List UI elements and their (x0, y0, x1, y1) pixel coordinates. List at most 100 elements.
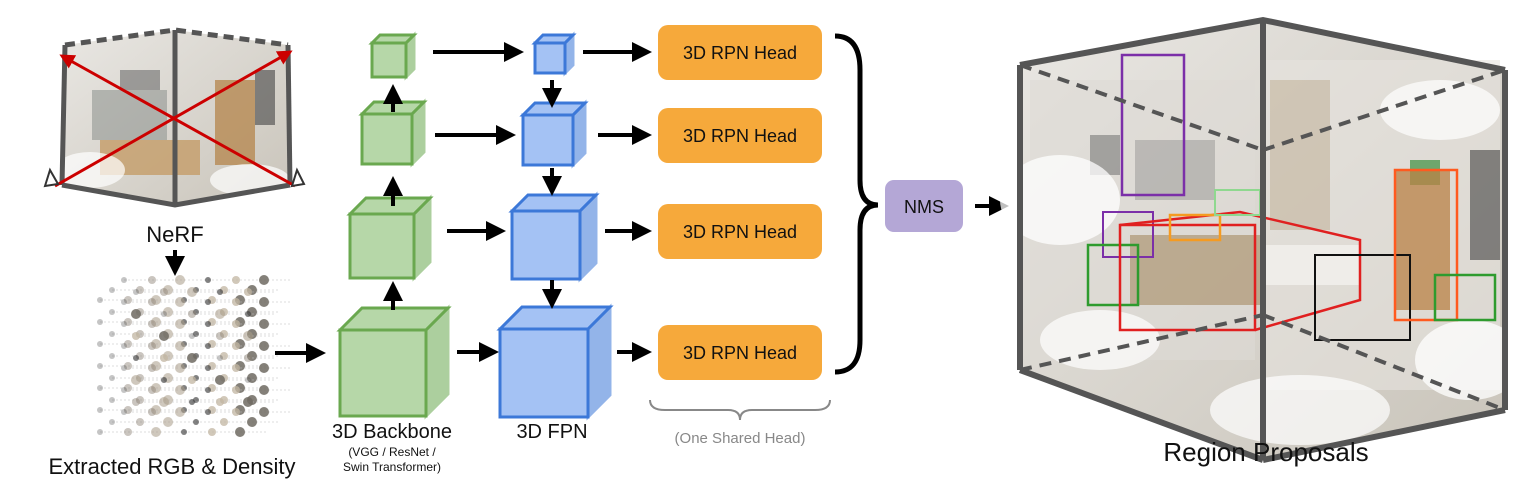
grid-point (97, 297, 103, 303)
grid-point (247, 351, 257, 361)
grid-point (189, 399, 195, 405)
grid-point (151, 361, 161, 371)
fpn-cube-2 (519, 99, 589, 169)
grid-point (148, 342, 156, 350)
grid-point (132, 332, 140, 340)
grid-point (97, 319, 103, 325)
grid-point (160, 354, 168, 362)
grid-point (163, 285, 173, 295)
nerf-cube (43, 27, 306, 208)
grid-point (109, 419, 115, 425)
grid-point (243, 331, 253, 341)
grid-point (148, 320, 156, 328)
grid-point (161, 311, 167, 317)
grid-point (232, 320, 240, 328)
grid-point (133, 355, 139, 361)
grid-point (215, 309, 225, 319)
grid-point (216, 398, 224, 406)
grid-point (188, 376, 196, 384)
grid-point (193, 331, 199, 337)
grid-point (181, 429, 187, 435)
rpn-head-1-label: 3D RPN Head (683, 43, 797, 63)
grid-point (259, 385, 269, 395)
fpn-label: 3D FPN (516, 421, 587, 443)
curly-brace-icon (834, 33, 879, 375)
grid-point (160, 288, 168, 296)
grid-point (148, 386, 156, 394)
grid-point (175, 297, 185, 307)
grid-point (232, 408, 240, 416)
rpn-head-2-label: 3D RPN Head (683, 126, 797, 146)
rpn-head-4: 3D RPN Head (658, 325, 822, 380)
grid-point (131, 309, 141, 319)
grid-point (193, 309, 199, 315)
grid-point (232, 276, 240, 284)
grid-point (215, 375, 225, 385)
grid-point (121, 343, 127, 349)
grid-point (109, 287, 115, 293)
grid-point (148, 408, 156, 416)
rpn-head-1: 3D RPN Head (658, 25, 822, 80)
grid-point (175, 319, 185, 329)
grid-point (247, 417, 257, 427)
nms-box: NMS (885, 180, 963, 232)
grid-point (121, 387, 127, 393)
grid-point (163, 417, 173, 427)
grid-point (109, 353, 115, 359)
grid-point (121, 365, 127, 371)
grid-point (151, 427, 161, 437)
rpn-head-3: 3D RPN Head (658, 204, 822, 259)
grid-point (216, 332, 224, 340)
rpn-head-3-label: 3D RPN Head (683, 222, 797, 242)
grid-point (97, 429, 103, 435)
grid-point (208, 428, 216, 436)
grid-point (175, 407, 185, 417)
backbone-sub-1: (VGG / ResNet / (348, 445, 436, 459)
nms-label: NMS (904, 197, 944, 217)
fpn-cube-1 (531, 31, 577, 77)
grid-point (245, 311, 251, 317)
grid-point (259, 363, 269, 373)
grid-point (205, 277, 211, 283)
backbone-label: 3D Backbone (332, 421, 452, 443)
grid-point (187, 353, 197, 363)
grid-point (121, 321, 127, 327)
grid-point (131, 375, 141, 385)
region-proposals-label: Region Proposals (1163, 437, 1368, 467)
grid-point (109, 397, 115, 403)
grid-point (244, 354, 252, 362)
grid-point (151, 317, 161, 327)
grid-point (217, 355, 223, 361)
grid-point (235, 427, 245, 437)
fpn-cube-4 (496, 303, 614, 421)
grid-point (161, 377, 167, 383)
grid-point (151, 339, 161, 349)
grid-point (97, 407, 103, 413)
rpn-head-2: 3D RPN Head (658, 108, 822, 163)
grid-point (133, 289, 139, 295)
grid-point (245, 377, 251, 383)
grid-point (259, 407, 269, 417)
grid-point (175, 385, 185, 395)
grid-point (193, 419, 199, 425)
grid-point (175, 275, 185, 285)
grid-point (188, 310, 196, 318)
grid-point (259, 297, 269, 307)
fpn-column (496, 31, 614, 421)
grid-point (247, 373, 257, 383)
extracted-label: Extracted RGB & Density (49, 454, 296, 479)
grid-point (151, 405, 161, 415)
grid-point (217, 289, 223, 295)
camera-icon (43, 167, 60, 188)
grid-point (109, 375, 115, 381)
grid-point (148, 364, 156, 372)
grid-point (175, 341, 185, 351)
grid-point (121, 409, 127, 415)
backbone-cube-3 (346, 194, 434, 282)
grid-point (259, 275, 269, 285)
grid-point (151, 295, 161, 305)
grid-point (220, 418, 228, 426)
grid-point (121, 299, 127, 305)
rgb-density-grid (97, 275, 292, 437)
